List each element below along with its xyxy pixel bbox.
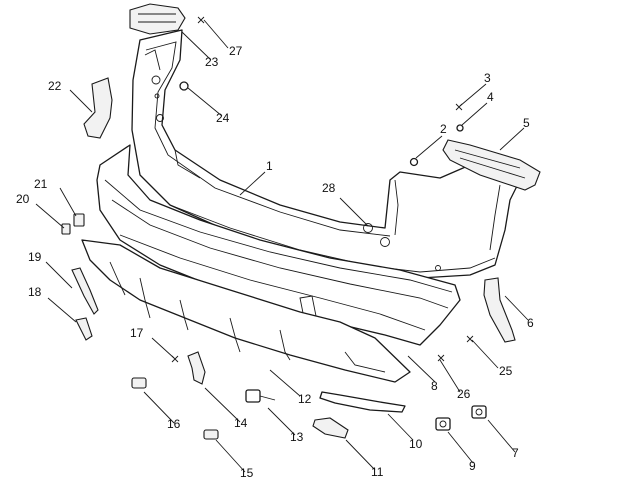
leader-lines bbox=[35, 19, 529, 473]
part-26-screw bbox=[437, 354, 445, 362]
callout-24: 24 bbox=[216, 111, 230, 125]
callout-25: 25 bbox=[499, 364, 513, 378]
part-5-right-bracket bbox=[442, 139, 541, 191]
part-9-sensor bbox=[435, 417, 451, 431]
part-21-clip bbox=[73, 213, 85, 227]
callout-21: 21 bbox=[34, 177, 48, 191]
part-25-screw bbox=[466, 335, 474, 343]
callout-23: 23 bbox=[205, 55, 219, 69]
part-18-grille bbox=[75, 317, 93, 341]
part-23-top-bracket bbox=[129, 3, 186, 35]
callout-8: 8 bbox=[431, 379, 438, 393]
callout-1: 1 bbox=[266, 159, 273, 173]
part-16-clip bbox=[131, 377, 147, 389]
part-2-grommet bbox=[409, 157, 419, 167]
callout-5: 5 bbox=[523, 116, 530, 130]
part-10-reflector bbox=[319, 391, 406, 413]
callout-13: 13 bbox=[290, 430, 304, 444]
callout-10: 10 bbox=[409, 437, 423, 451]
part-27-screw bbox=[197, 16, 205, 24]
part-7-sensor bbox=[471, 405, 487, 419]
part-6-side-bracket bbox=[483, 277, 516, 343]
callout-11: 11 bbox=[371, 465, 384, 479]
part-14-clip bbox=[187, 351, 206, 385]
callout-7: 7 bbox=[512, 446, 519, 460]
callout-17: 17 bbox=[130, 326, 144, 340]
callout-2: 2 bbox=[440, 122, 447, 136]
callout-14: 14 bbox=[234, 416, 248, 430]
callout-12: 12 bbox=[298, 392, 312, 406]
callout-labels: 1 2 3 4 5 6 7 8 9 10 11 12 13 14 15 16 1… bbox=[16, 44, 534, 480]
callout-15: 15 bbox=[240, 466, 254, 480]
callout-4: 4 bbox=[487, 90, 494, 104]
callout-9: 9 bbox=[469, 459, 476, 473]
part-20-clip bbox=[61, 223, 71, 235]
callout-28: 28 bbox=[322, 181, 336, 195]
part-24-grommet bbox=[179, 81, 189, 91]
part-4-grommet bbox=[456, 124, 464, 132]
callout-3: 3 bbox=[484, 71, 491, 85]
part-12-diffuser bbox=[81, 239, 411, 383]
part-15-clip bbox=[203, 429, 219, 440]
part-11-grille-insert bbox=[312, 417, 349, 439]
callout-20: 20 bbox=[16, 192, 30, 206]
part-13-cap bbox=[245, 389, 276, 403]
callout-18: 18 bbox=[28, 285, 42, 299]
callout-27: 27 bbox=[229, 44, 243, 58]
callout-26: 26 bbox=[457, 387, 471, 401]
part-22-left-bracket bbox=[83, 77, 113, 139]
callout-22: 22 bbox=[48, 79, 62, 93]
callout-16: 16 bbox=[167, 417, 181, 431]
callout-19: 19 bbox=[28, 250, 42, 264]
callout-6: 6 bbox=[527, 316, 534, 330]
part-8-lower-bumper bbox=[96, 144, 461, 346]
part-19-left-strip bbox=[71, 267, 99, 315]
